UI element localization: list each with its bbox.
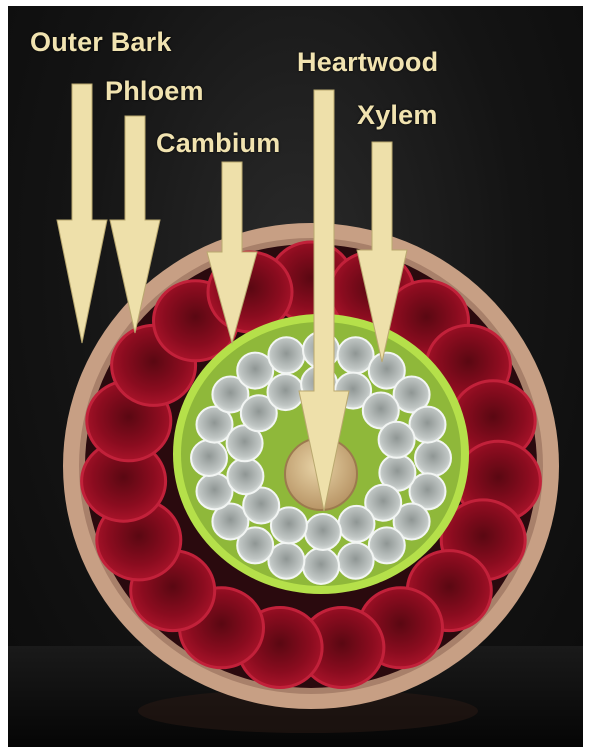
phloem-label: Phloem: [105, 78, 204, 105]
xylem-straw: [339, 506, 375, 542]
xylem-straw: [268, 374, 304, 410]
xylem-straw: [379, 422, 415, 458]
xylem-straw: [415, 440, 451, 476]
xylem-label: Xylem: [357, 102, 438, 129]
cambium-label: Cambium: [156, 130, 280, 157]
outer-bark-label: Outer Bark: [30, 29, 172, 56]
outer-bark-arrow-icon: [57, 84, 107, 343]
xylem-straw: [191, 440, 227, 476]
heartwood-label: Heartwood: [297, 49, 438, 76]
xylem-straw: [338, 543, 374, 579]
xylem-straw: [227, 458, 263, 494]
xylem-straw: [305, 514, 341, 550]
xylem-straw: [303, 548, 339, 584]
tree-trunk-model-photo: [8, 6, 583, 747]
photo-frame: Outer Bark Phloem Cambium Heartwood Xyle…: [8, 6, 583, 747]
xylem-straw: [268, 337, 304, 373]
